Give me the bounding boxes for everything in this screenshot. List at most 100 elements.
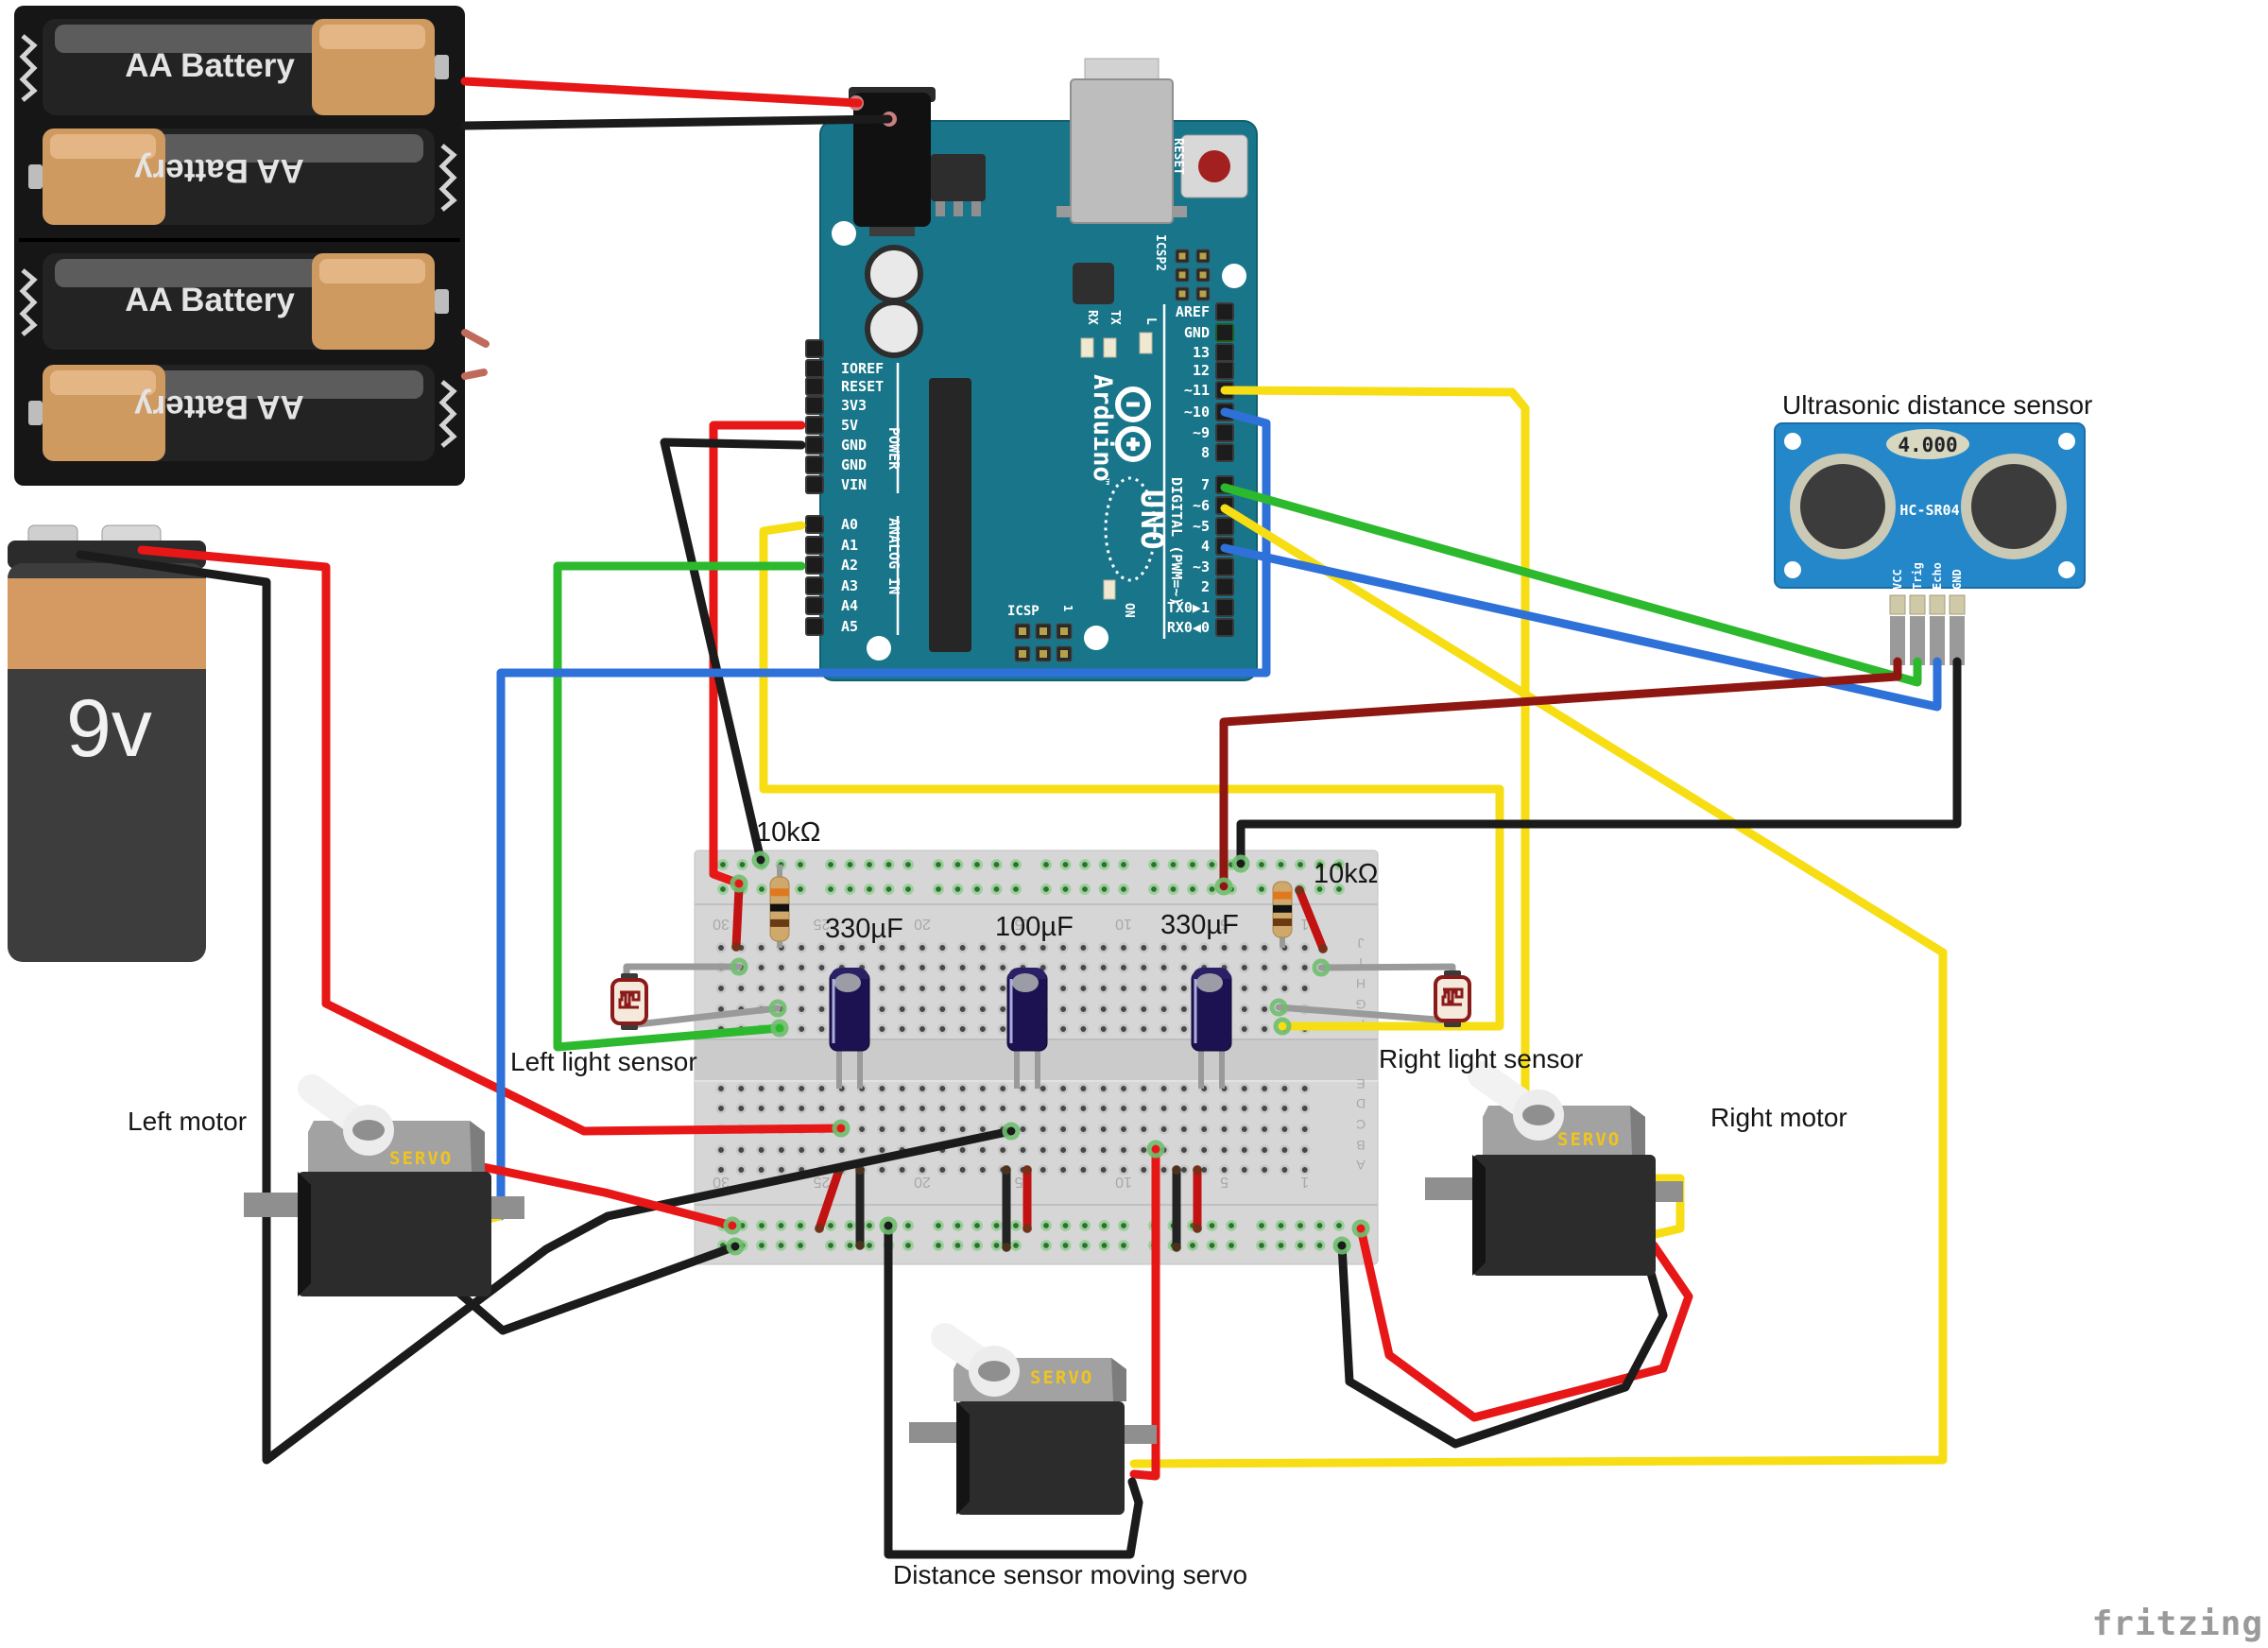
connection-points [723,850,1370,1256]
pin-label-RESET: RESET [841,378,884,395]
atmega-chip [929,378,971,652]
sensor-pin-lead [1950,616,1965,665]
pin-label-7: 7 [1201,476,1210,493]
breadboard-hole [957,1164,969,1176]
breadboard-rail-hole [1010,1240,1022,1251]
servo-cap-bevel [1111,1358,1126,1401]
breadboard-rail-hole [1187,1240,1198,1251]
pack-terminal-stub [461,369,488,380]
breadboard-hole [957,1144,969,1156]
pin-label-RX0◀0: RX0◀0 [1167,619,1210,636]
breadboard-hole [1219,942,1229,953]
breadboard-rail-hole [1275,859,1287,870]
pin-label-A2: A2 [841,557,858,574]
battery-spring-contact [19,34,38,102]
breadboard-hole [715,1083,727,1094]
breadboard-hole [1138,962,1149,973]
breadboard-hole [776,1164,787,1176]
servo-body [956,1401,1125,1515]
breadboard-rail-hole [990,859,1003,870]
breadboard-hole [1138,1083,1149,1094]
pin-label-~6: ~6 [1193,497,1210,514]
breadboard-hole [917,942,928,953]
resistor-band-black [770,903,789,912]
pin-label-TX0▶1: TX0▶1 [1167,599,1210,616]
sensor-pad-GND [1949,594,1966,615]
servo-cap-bevel [470,1121,485,1172]
pin-socket [1215,618,1234,637]
breadboard-rail-hole [971,884,983,895]
sensor-pin-lead [1930,616,1945,665]
breadboard-hole [1138,942,1149,953]
icsp2-pad-gold [1178,290,1186,298]
breadboard-hole [1239,983,1250,994]
breadboard-rail-hole [795,859,806,870]
breadboard-hole [876,1144,887,1156]
breadboard-hole [1239,1023,1250,1035]
pin-label-A1: A1 [841,537,858,554]
breadboard-rail-hole [1333,884,1345,895]
pack-terminal-stub [461,329,490,348]
sensor-hole [2058,561,2075,578]
wire-connection-tip [1214,877,1233,896]
breadboard-hole [735,983,747,994]
pin-socket [805,455,824,474]
breadboard-hole [936,1004,948,1015]
breadboard-rail-hole [902,859,914,870]
usb-tab [1172,206,1187,217]
wire-arduino-5v-red [709,421,806,888]
jumper-tip [1172,1243,1181,1252]
on-led [1103,579,1116,600]
jumper-tip [1193,1224,1202,1233]
mounting-hole [832,221,856,246]
breadboard-hole [977,1004,988,1015]
breadboard-hole [997,1004,1008,1015]
aa-cap-shine [50,134,156,159]
breadboard-rail-hole [825,1240,836,1251]
breadboard-hole [1138,983,1149,994]
aa-battery-label: AA Battery [125,47,295,84]
breadboard-hole [756,1164,767,1176]
breadboard-rail-hole [990,884,1003,895]
wire-9v-negative-black [76,550,1016,1465]
breadboard-hole [897,1124,908,1135]
breadboard-hole [1077,1144,1089,1156]
sensor-pin-lead [1910,616,1925,665]
breadboard-hole [1178,983,1190,994]
pin-label-12: 12 [1193,362,1210,379]
breadboard-number: 20 [914,1174,931,1190]
servo-horn-hub [1522,1105,1555,1125]
breadboard-number: 5 [1220,916,1228,932]
breadboard-hole [977,983,988,994]
breadboard-hole [1057,962,1069,973]
breadboard-rail-hole [1295,1240,1306,1251]
breadboard-rail-hole [1059,859,1072,870]
breadboard-hole [1239,942,1250,953]
pin-socket [1215,323,1234,342]
aa-terminal-nub [435,289,449,314]
sensor-pin-name: GND [1950,569,1964,590]
sensor-hole [1784,433,1801,450]
breadboard-hole [936,962,948,973]
breadboard-rail-hole [1206,1240,1218,1251]
breadboard-hole [1057,1083,1069,1094]
breadboard-hole [796,942,807,953]
resistor-band-orange [770,888,789,897]
pin-label-GND: GND [841,456,867,473]
wire-connection-tip [768,999,787,1018]
battery-spring-contact [19,268,38,336]
servo-mount-tab [1425,1177,1474,1200]
rx-label: RX [1085,310,1099,325]
breadboard-rail-hole [971,1220,983,1231]
breadboard-rail-hole [1314,1240,1326,1251]
arduino-uno-board: RESET ICSP2 RX TX L ON Arduino ™ UNO DIG… [805,58,1258,681]
breadboard-letter: H [1356,976,1366,991]
aa-battery-label: AA Battery [134,152,304,189]
breadboard-hole [936,1023,948,1035]
breadboard-rail-hole [1040,1220,1052,1231]
breadboard-hole [1077,1103,1089,1114]
breadboard-hole [917,1124,928,1135]
breadboard-hole [936,1083,948,1094]
nine-volt-battery: 9v [8,524,206,962]
